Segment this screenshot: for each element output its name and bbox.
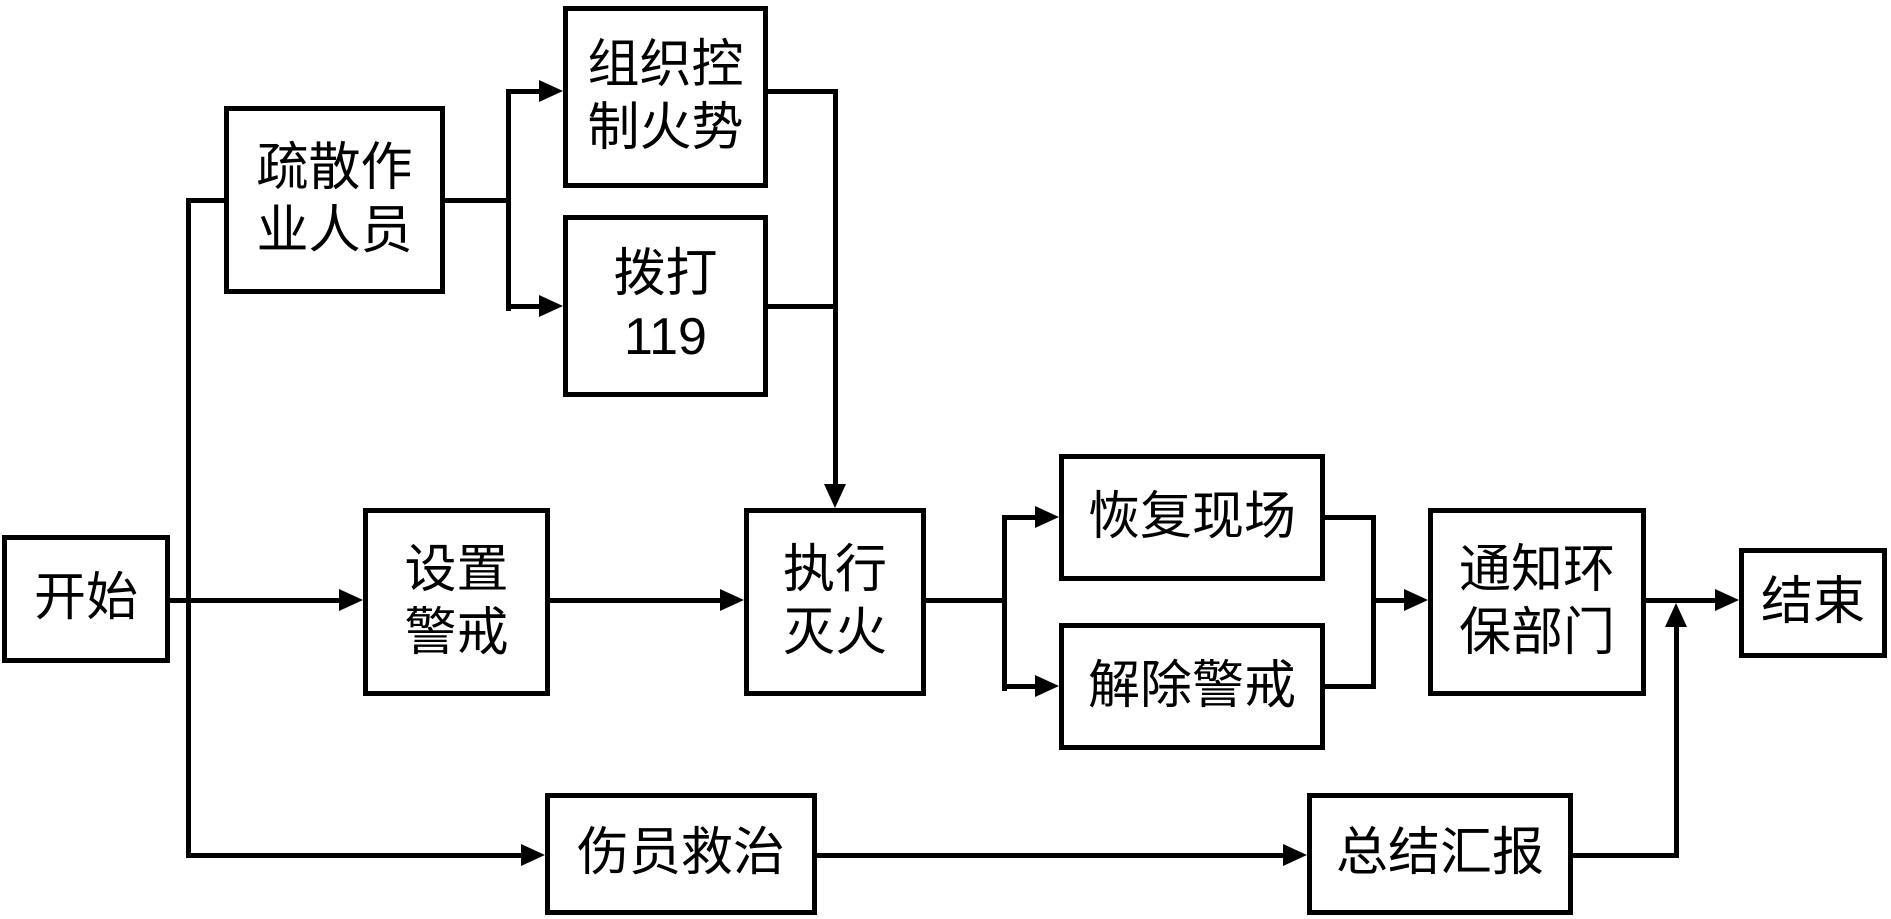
edge-extinguish-liftcordon-line (1002, 684, 1037, 689)
merge-to-extinguish-vertical (833, 89, 838, 486)
node-end: 结束 (1739, 548, 1887, 658)
node-set-cordon: 设置 警戒 (363, 508, 550, 696)
call119-out-line (768, 304, 837, 309)
node-lift-cordon: 解除警戒 (1059, 623, 1325, 750)
arrowhead-into-call-119 (539, 295, 563, 317)
extinguish-out-line (926, 598, 1006, 603)
start-branch-trunk-vertical (186, 198, 191, 858)
arrowhead-into-control-fire (539, 80, 563, 102)
edge-start-evacuate-line (186, 198, 224, 203)
arrowhead-into-lift-cordon (1035, 675, 1059, 697)
node-start: 开始 (2, 535, 170, 663)
arrowhead-into-treat-injured (521, 844, 545, 866)
node-control-fire: 组织控 制火势 (563, 6, 768, 188)
edge-notify-end-line (1646, 598, 1717, 603)
node-summary-report: 总结汇报 (1307, 793, 1573, 915)
node-end-label: 结束 (1760, 573, 1865, 632)
summary-out-line (1573, 853, 1678, 858)
controlfire-out-line (768, 89, 837, 94)
extinguish-branch-vertical (1002, 515, 1007, 691)
node-summary-report-label: 总结汇报 (1335, 824, 1544, 883)
node-call-119-label: 拨打 119 (613, 244, 718, 366)
arrowhead-summary-join-up (1665, 603, 1687, 627)
liftcordon-out-line (1325, 684, 1375, 689)
node-notify-env-dept: 通知环 保部门 (1428, 508, 1646, 696)
node-evacuate-personnel: 疏散作 业人员 (224, 106, 445, 294)
arrowhead-into-restore-site (1035, 506, 1059, 528)
edge-summary-end-vertical (1674, 625, 1679, 858)
node-control-fire-label: 组织控 制火势 (587, 35, 744, 157)
arrowhead-into-extinguish-top (824, 484, 846, 508)
edge-start-cordon-line (170, 598, 341, 603)
edge-evacuate-call119-line (506, 304, 541, 309)
edge-evacuate-controlfire-line (506, 89, 541, 94)
arrowhead-into-set-cordon (339, 589, 363, 611)
node-treat-injured: 伤员救治 (545, 793, 817, 915)
node-restore-site: 恢复现场 (1059, 454, 1325, 581)
edge-start-treat-line (186, 853, 523, 858)
evacuate-out-line (445, 198, 510, 203)
edge-treat-summary-line (817, 853, 1285, 858)
node-start-label: 开始 (33, 569, 138, 628)
arrowhead-into-notify-env (1404, 589, 1428, 611)
node-call-119: 拨打 119 (563, 215, 768, 397)
node-set-cordon-label: 设置 警戒 (404, 540, 509, 662)
arrowhead-into-summary-report (1283, 844, 1307, 866)
edge-cordon-extinguish-line (550, 598, 722, 603)
node-evacuate-personnel-label: 疏散作 业人员 (256, 138, 413, 260)
edge-extinguish-restore-line (1002, 515, 1037, 520)
arrowhead-into-end (1715, 589, 1739, 611)
node-treat-injured-label: 伤员救治 (576, 824, 785, 883)
node-lift-cordon-label: 解除警戒 (1087, 656, 1296, 715)
edge-merge-notify-line (1371, 598, 1406, 603)
restore-out-line (1325, 515, 1375, 520)
node-restore-site-label: 恢复现场 (1087, 487, 1296, 546)
node-extinguish: 执行 灭火 (744, 508, 926, 696)
node-extinguish-label: 执行 灭火 (782, 540, 887, 662)
arrowhead-into-extinguish-left (720, 589, 744, 611)
evacuate-branch-vertical (506, 89, 511, 311)
node-notify-env-dept-label: 通知环 保部门 (1458, 540, 1615, 662)
